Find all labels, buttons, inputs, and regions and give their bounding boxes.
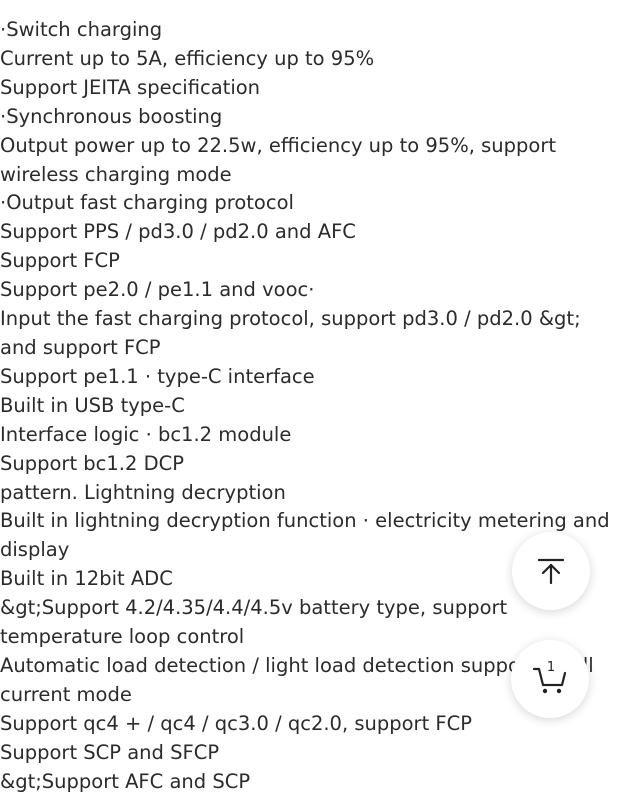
- description-line: Support pe1.1 · type-C interface: [0, 364, 315, 388]
- description-line: display: [0, 538, 70, 562]
- description-line: Input the fast charging protocol, suppor…: [0, 307, 581, 331]
- description-line: &gt;Support AFC and SCP: [0, 769, 251, 793]
- description-line: Support FCP: [0, 249, 120, 273]
- arrow-up-to-top-icon: [537, 558, 565, 585]
- description-line: and support FCP: [0, 335, 161, 359]
- cart-count-badge: 1: [546, 660, 556, 675]
- description-line: Support bc1.2 DCP: [0, 451, 184, 475]
- description-line: Automatic load detection / light load de…: [0, 653, 594, 677]
- description-line: Support qc4 + / qc4 / qc3.0 / qc2.0, sup…: [0, 711, 473, 735]
- description-line: pattern. Lightning decryption: [0, 480, 286, 504]
- description-line: Built in lightning decryption function ·…: [0, 509, 610, 533]
- description-line: Support PPS / pd3.0 / pd2.0 and AFC: [0, 220, 356, 244]
- description-line: Output power up to 22.5w, efficiency up …: [0, 133, 556, 157]
- description-line: ·Output fast charging protocol: [0, 191, 294, 215]
- description-line: Support JEITA specification: [0, 75, 261, 99]
- description-line: temperature loop control: [0, 625, 245, 649]
- description-line: Built in USB type-C: [0, 393, 185, 417]
- description-line: &gt;Support 4.2/4.35/4.4/4.5v battery ty…: [0, 596, 508, 620]
- description-line: ·Synchronous boosting: [0, 104, 223, 128]
- description-line: ·Switch charging: [0, 18, 163, 41]
- description-line: wireless charging mode: [0, 162, 232, 186]
- description-line: current mode: [0, 682, 132, 706]
- description-line: Support pe2.0 / pe1.1 and vooc·: [0, 278, 315, 302]
- product-description: ·Switch charging Current up to 5A, effic…: [0, 16, 623, 796]
- description-line: Built in 12bit ADC: [0, 567, 173, 591]
- shopping-cart-icon: [532, 667, 567, 694]
- description-line: Interface logic · bc1.2 module: [0, 422, 292, 446]
- cart-button[interactable]: 1: [511, 640, 589, 718]
- back-to-top-button[interactable]: [512, 532, 590, 610]
- cart-icon-wrap: 1: [532, 660, 568, 696]
- description-line: Support SCP and SFCP: [0, 740, 220, 764]
- description-line: Current up to 5A, efficiency up to 95%: [0, 46, 375, 70]
